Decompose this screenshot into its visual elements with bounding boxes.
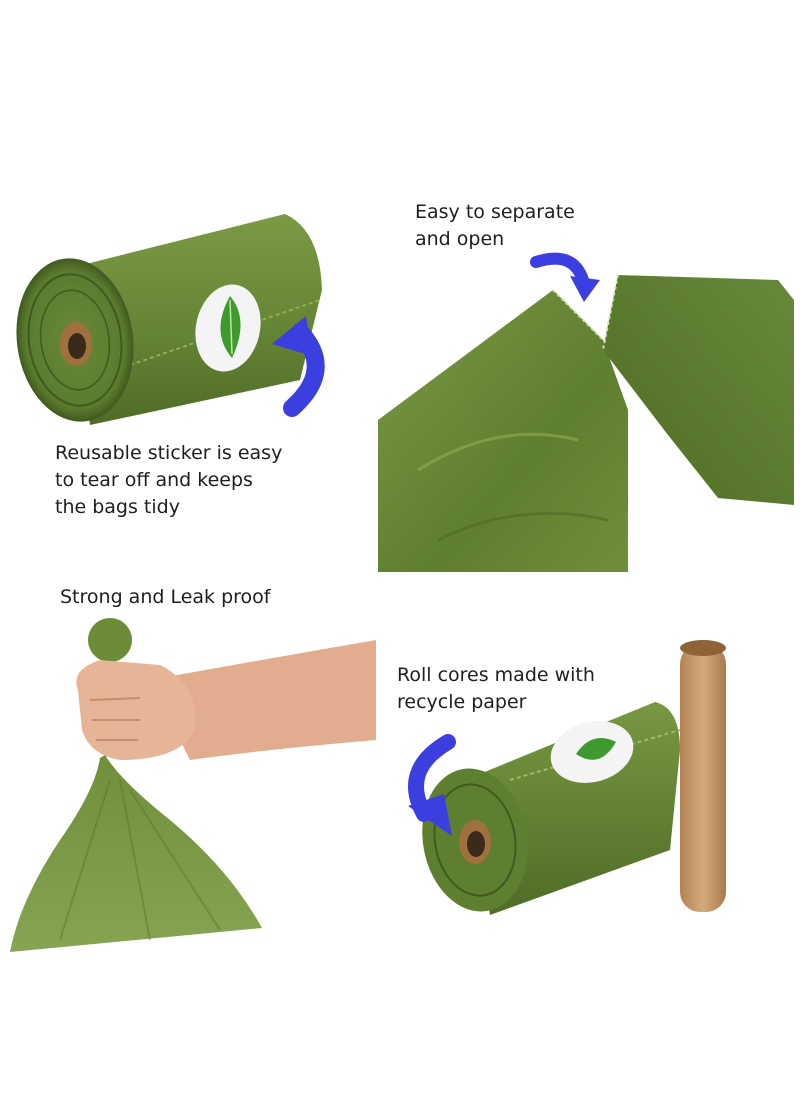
caption-sticker: Reusable sticker is easy to tear off and… [55,442,283,518]
hand-holding-bag-image [10,618,376,952]
bag-roll-image [16,214,325,425]
roll-with-core-image [408,640,726,915]
blue-arrow-icon [530,252,600,302]
panel-strong: Strong and Leak proof [0,580,380,980]
separated-bags-image [378,252,794,572]
caption-strong: Strong and Leak proof [60,586,271,608]
caption-cores: Roll cores made with recycle paper [397,664,595,713]
panel-cores: Roll cores made with recycle paper [380,630,800,930]
blue-arrow-icon [272,316,325,417]
panel-roll-sticker: Reusable sticker is easy to tear off and… [0,0,380,560]
blue-arrow-icon [408,734,456,836]
panel-separate: Easy to separate and open [378,0,800,580]
caption-separate: Easy to separate and open [415,201,575,250]
